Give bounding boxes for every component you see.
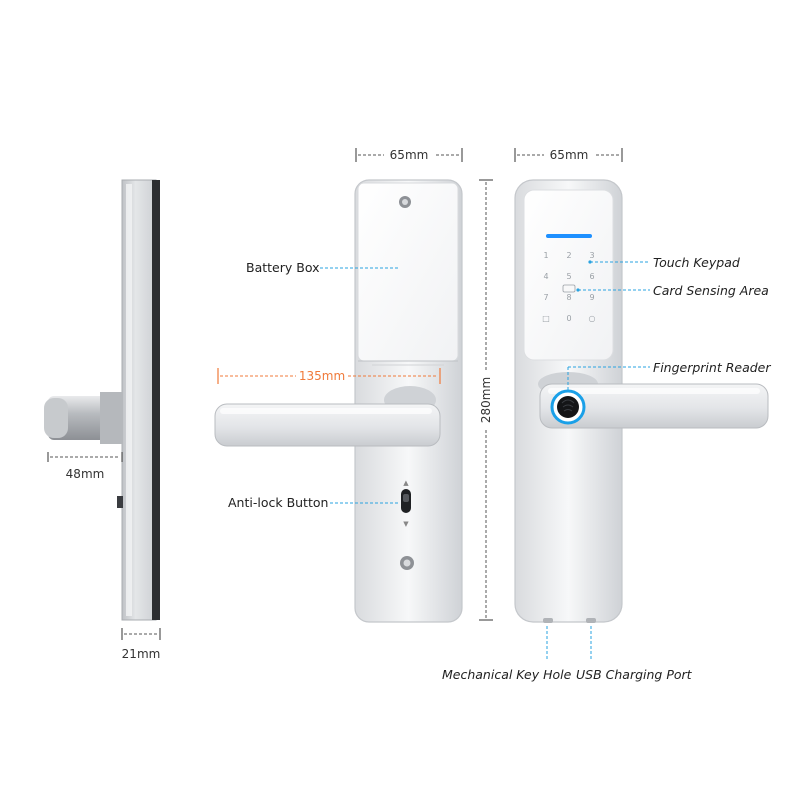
side-highlight	[126, 184, 132, 616]
dim-back-width: 65mm	[390, 148, 429, 162]
key-3[interactable]: 3	[589, 251, 594, 260]
dim-thickness: 21mm	[122, 647, 161, 661]
dim-handle-length: 135mm	[299, 369, 345, 383]
key-7[interactable]: 7	[543, 293, 548, 302]
key-bell-icon[interactable]: ○	[589, 314, 596, 323]
anti-lock-button: ▲ ▼	[401, 479, 411, 528]
key-8[interactable]: 8	[566, 293, 571, 302]
front-glass	[523, 189, 614, 361]
key-4[interactable]: 4	[543, 272, 548, 281]
card-sensing-icon	[562, 284, 576, 293]
dim-height: 280mm	[479, 377, 493, 423]
side-edge	[152, 180, 160, 620]
side-button	[117, 496, 123, 508]
key-0[interactable]: 0	[566, 314, 571, 323]
dim-front-width: 65mm	[550, 148, 589, 162]
label-touch-keypad: Touch Keypad	[653, 255, 740, 270]
back-handle	[214, 386, 441, 447]
label-fingerprint-reader: Fingerprint Reader	[653, 360, 771, 375]
key-9[interactable]: 9	[589, 293, 594, 302]
label-anti-lock-button: Anti-lock Button	[228, 495, 328, 510]
key-5[interactable]: 5	[566, 272, 571, 281]
key-2[interactable]: 2	[566, 251, 571, 260]
keypad-light	[546, 234, 592, 238]
svg-text:▲: ▲	[403, 479, 409, 487]
back-view: 65mm ▲ ▼	[214, 148, 463, 623]
label-usb-charging-port: USB Charging Port	[576, 667, 693, 682]
bottom-screw-icon	[400, 556, 414, 570]
svg-text:▼: ▼	[403, 520, 409, 528]
label-card-sensing-area: Card Sensing Area	[653, 283, 769, 298]
label-mechanical-key-hole: Mechanical Key Hole	[442, 667, 572, 682]
usb-port-cover	[586, 618, 596, 623]
fingerprint-reader-icon[interactable]	[550, 389, 586, 425]
battery-box	[357, 182, 459, 362]
dim-handle-projection: 48mm	[66, 467, 105, 481]
label-battery-box: Battery Box	[246, 260, 319, 275]
key-6[interactable]: 6	[589, 272, 594, 281]
key-lock-icon[interactable]: □	[542, 314, 550, 323]
side-view: 48mm 21mm	[44, 179, 161, 661]
front-handle	[538, 372, 769, 429]
touch-keypad[interactable]: 1 2 3 4 5 6 7 8 9 0 □ ○	[542, 251, 595, 323]
height-dimension: 280mm	[479, 179, 493, 621]
front-view: 65mm 1 2 3 4 5 6 7 8 9 0 □ ○	[442, 148, 771, 682]
top-screw-icon	[399, 196, 411, 208]
key-1[interactable]: 1	[543, 251, 548, 260]
key-hole-cover	[543, 618, 553, 623]
side-handle-shaft	[44, 392, 122, 444]
